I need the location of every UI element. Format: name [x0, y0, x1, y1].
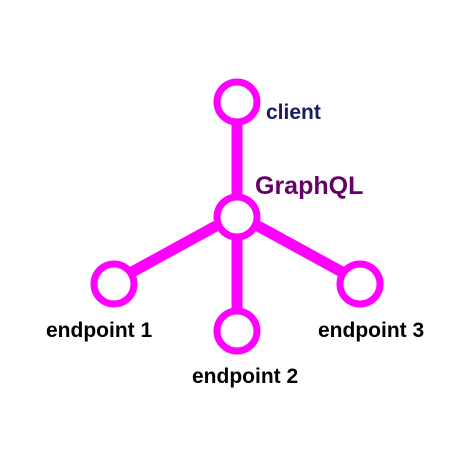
- label-endpoint2: endpoint 2: [192, 365, 298, 388]
- edge-hub-endpoint1: [129, 221, 219, 277]
- node-endpoint1: [90, 260, 138, 308]
- node-endpoint3: [336, 260, 384, 308]
- node-hub: [213, 193, 261, 241]
- label-client: client: [266, 101, 321, 124]
- label-graphql: GraphQL: [255, 172, 363, 200]
- node-endpoint2: [213, 307, 261, 355]
- label-endpoint3: endpoint 3: [318, 319, 424, 342]
- edge-hub-endpoint3: [255, 221, 345, 277]
- label-endpoint1: endpoint 1: [46, 319, 152, 342]
- node-client: [213, 78, 261, 126]
